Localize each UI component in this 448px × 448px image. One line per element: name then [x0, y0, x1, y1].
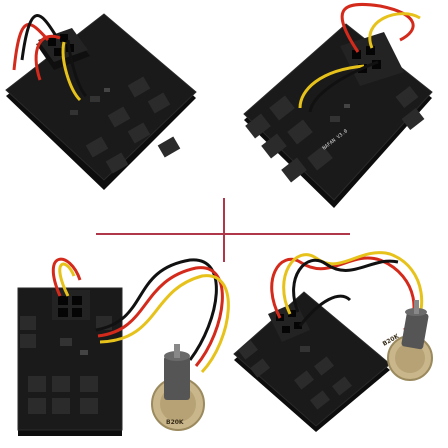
hub-bottom-right: B20K — [233, 251, 433, 432]
fan-header — [245, 85, 425, 183]
fan-header — [85, 76, 181, 174]
hub-top-left — [5, 13, 197, 190]
fan-header — [20, 316, 112, 414]
potentiometer: B20K — [382, 300, 433, 381]
knob — [164, 356, 190, 400]
hub-bottom-left: B20K — [17, 257, 230, 436]
pot-label: B20K — [166, 419, 184, 426]
knob — [401, 310, 429, 350]
potentiometer: B20K — [151, 344, 205, 431]
plus-icon — [96, 198, 350, 262]
power-connector — [52, 290, 90, 320]
fan-header — [238, 340, 352, 410]
hub-top-right: NAFAN V3.0 — [243, 2, 433, 208]
